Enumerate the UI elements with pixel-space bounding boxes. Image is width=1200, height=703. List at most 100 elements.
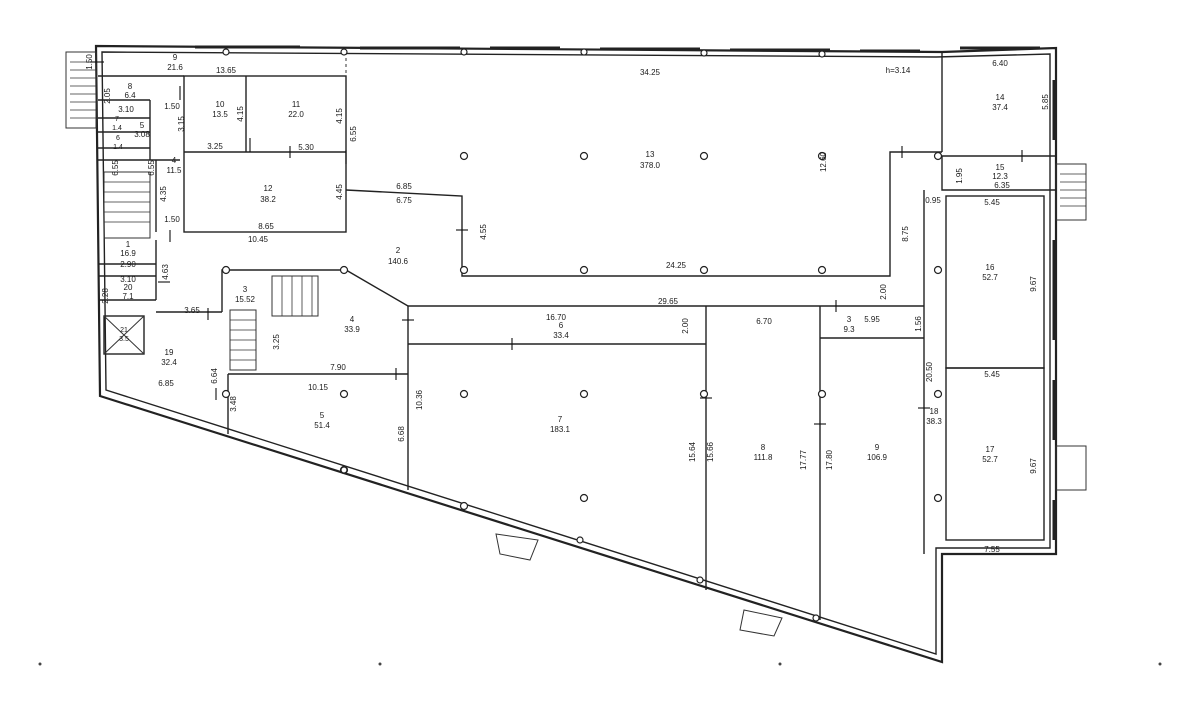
- room-area: 37.4: [992, 103, 1008, 112]
- room-21: 213.5: [119, 327, 129, 343]
- room-9-small: 921.6: [167, 53, 183, 72]
- room-number: 3: [847, 315, 852, 324]
- room-number: 1: [126, 240, 131, 249]
- dimension-label: 4.35: [159, 186, 168, 202]
- dimension-label: 6.40: [992, 59, 1008, 68]
- room-number: 14: [996, 93, 1005, 102]
- room-area: 22.0: [288, 110, 304, 119]
- room-number: 18: [930, 407, 939, 416]
- dimension-label: 5.45: [984, 370, 1000, 379]
- room-4-office: 433.9: [344, 315, 360, 334]
- dimension-label: 24.25: [666, 261, 687, 270]
- room-area: 52.7: [982, 455, 998, 464]
- outer-walls: [65, 44, 1087, 664]
- dimension-label: 15.66: [706, 441, 715, 462]
- room-area: 38.2: [260, 195, 276, 204]
- dimension-label: 6.55: [349, 126, 358, 142]
- room-number: 6: [559, 321, 564, 330]
- room-area: 7.1: [122, 292, 134, 301]
- room-area: 6.4: [124, 91, 136, 100]
- page-dot: [378, 662, 382, 666]
- room-area: 140.6: [388, 257, 409, 266]
- room-number: 8: [128, 82, 133, 91]
- dimension-labels: 1.50 13.65 34.25 h=3.14 6.40 5.85 2.05 1…: [85, 54, 1050, 554]
- room-area: 3.08: [134, 130, 150, 139]
- dimension-label: h=3.14: [886, 66, 911, 75]
- dimension-label: 4.45: [335, 184, 344, 200]
- dimension-label: 9.67: [1029, 458, 1038, 474]
- room-number: 12: [264, 184, 273, 193]
- dimension-label: 20.50: [925, 361, 934, 382]
- dimension-label: 2.00: [879, 284, 888, 300]
- dimension-label: 3.25: [207, 142, 223, 151]
- dimension-label: 1.56: [914, 316, 923, 332]
- dimension-label: 1.50: [164, 215, 180, 224]
- columns: [221, 48, 943, 622]
- room-area: 33.4: [553, 331, 569, 340]
- dimension-label: 16.70: [546, 313, 567, 322]
- dimension-label: 17.80: [825, 449, 834, 470]
- room-number: 5: [320, 411, 325, 420]
- room-number: 9: [173, 53, 178, 62]
- dimension-label: 0.95: [925, 196, 941, 205]
- stairs: [103, 171, 319, 371]
- dimension-label: 6.85: [158, 379, 174, 388]
- room-area: 106.9: [867, 453, 888, 462]
- room-3-stair: 315.52: [235, 285, 256, 304]
- room-number: 3: [243, 285, 248, 294]
- room-20: 207.1: [122, 283, 134, 301]
- dimension-label: 6.70: [756, 317, 772, 326]
- dimension-label: 6.68: [397, 426, 406, 442]
- room-4-hall: 411.5: [167, 156, 183, 175]
- dimension-label: 1.95: [955, 168, 964, 184]
- dimension-label: 6.55: [111, 160, 120, 176]
- dimension-label: 2.00: [681, 318, 690, 334]
- dimension-label: 6.64: [210, 368, 219, 384]
- page-dot: [1158, 662, 1162, 666]
- room-number: 20: [124, 283, 133, 292]
- dimension-label: 4.55: [479, 224, 488, 240]
- door-ticks: [90, 61, 1023, 425]
- room-area: 183.1: [550, 425, 571, 434]
- room-12: 12 38.2: [260, 184, 276, 204]
- dimension-label: 5.85: [1041, 94, 1050, 110]
- interior-walls: [98, 52, 1056, 620]
- room-7-wc: 71.4: [112, 116, 122, 132]
- dimension-label: 9.67: [1029, 276, 1038, 292]
- page-dot: [38, 662, 42, 666]
- room-number: 9: [875, 443, 880, 452]
- room-6-wc: 61.4: [113, 135, 123, 151]
- dimension-label: 3.48: [229, 396, 238, 412]
- room-number: 6: [116, 135, 120, 142]
- room-area: 33.9: [344, 325, 360, 334]
- dimension-label: 6.35: [994, 181, 1010, 190]
- dimension-label: 12.60: [819, 151, 828, 172]
- room-number: 17: [986, 445, 995, 454]
- top-windows: [195, 45, 1056, 540]
- dimension-label: 6.75: [396, 196, 412, 205]
- page-dot: [778, 662, 782, 666]
- room-number: 11: [292, 100, 301, 109]
- dimension-label: 3.10: [118, 105, 134, 114]
- dimension-label: 10.36: [415, 389, 424, 410]
- room-number: 13: [646, 150, 655, 159]
- dimension-label: 1.50: [164, 102, 180, 111]
- dimension-label: 8.75: [901, 226, 910, 242]
- room-area: 38.3: [926, 417, 942, 426]
- room-number: 7: [558, 415, 563, 424]
- room-3-small: 39.3: [843, 315, 855, 334]
- room-area: 3.5: [119, 336, 129, 343]
- dimension-label: 2.05: [103, 88, 112, 104]
- dimension-label: 2.90: [120, 260, 136, 269]
- dimension-label: 4.15: [335, 108, 344, 124]
